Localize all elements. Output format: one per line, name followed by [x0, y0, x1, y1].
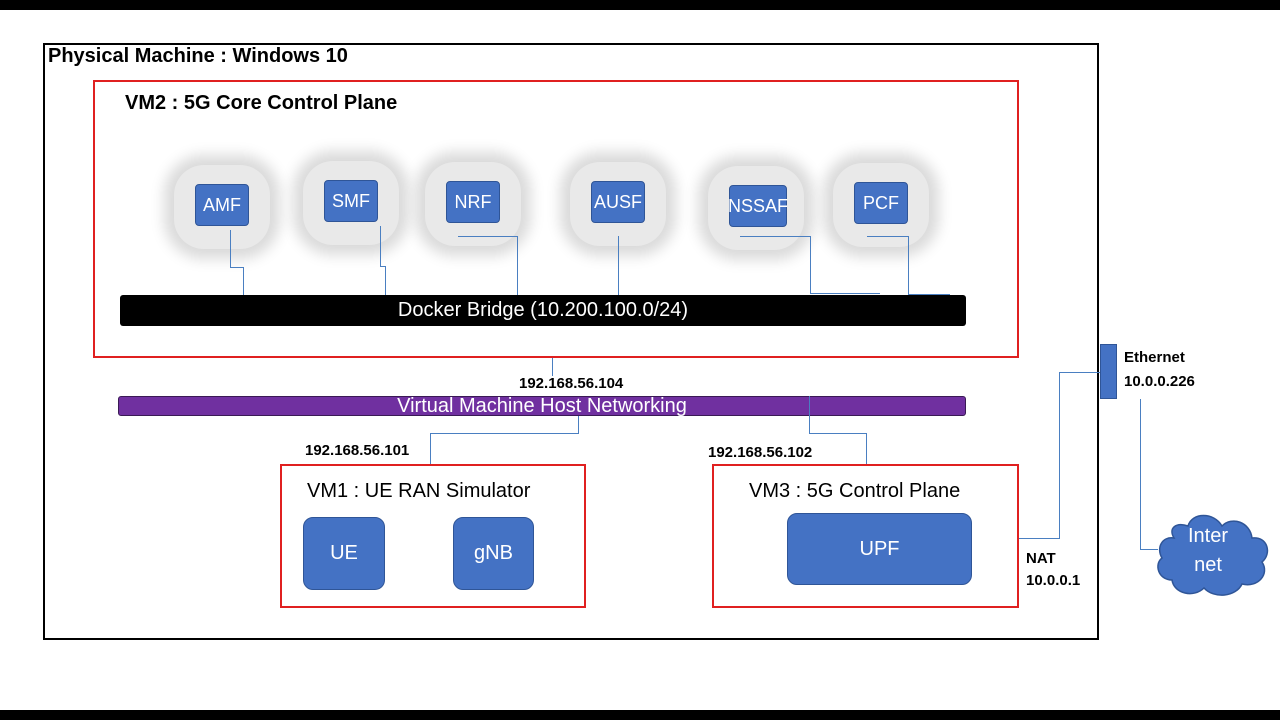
ausf-node: AUSF	[591, 181, 645, 223]
nssaf-connector-v	[810, 236, 811, 293]
vm1-connector-v1	[578, 416, 579, 434]
bottom-letterbox	[0, 710, 1280, 720]
vm1-ip-label: 192.168.56.101	[305, 442, 410, 459]
host-networking-bar: Virtual Machine Host Networking	[118, 396, 966, 416]
ausf-container: AUSF	[570, 162, 666, 246]
pcf-connector-v	[908, 236, 909, 294]
top-letterbox	[0, 0, 1280, 10]
ue-node: UE	[303, 517, 385, 590]
physical-machine-title: Physical Machine : Windows 10	[48, 45, 348, 67]
pcf-connector-h1	[867, 236, 908, 237]
amf-connector-v1	[230, 230, 231, 267]
nat-ip-label: 10.0.0.1	[1026, 572, 1081, 589]
gnb-node: gNB	[453, 517, 534, 590]
vm3-connector-v2	[866, 433, 867, 464]
upf-node: UPF	[787, 513, 972, 585]
vm1-box	[280, 464, 586, 608]
smf-node: SMF	[324, 180, 378, 222]
internet-label: Inter net	[1152, 522, 1264, 580]
vm2-box	[93, 80, 1019, 358]
nat-ethernet-connector	[1059, 372, 1101, 373]
internet-label-line1: Inter	[1187, 525, 1229, 547]
docker-bridge: Docker Bridge (10.200.100.0/24)	[120, 295, 966, 326]
smf-container: SMF	[303, 161, 399, 245]
smf-connector-v2	[385, 266, 386, 295]
amf-connector-h	[230, 267, 243, 268]
ausf-connector-v	[618, 236, 619, 295]
ethernet-ip-label: 10.0.0.226	[1124, 373, 1195, 390]
nrf-connector-v	[517, 236, 518, 295]
vm1-connector-v2	[430, 433, 431, 464]
nat-connector-h	[1019, 538, 1060, 539]
vm3-title: VM3 : 5G Control Plane	[749, 480, 961, 502]
nrf-container: NRF	[425, 162, 521, 246]
vm2-title: VM2 : 5G Core Control Plane	[125, 92, 398, 114]
vm1-title: VM1 : UE RAN Simulator	[307, 480, 531, 502]
internet-cloud-icon	[1157, 514, 1269, 596]
vm3-box	[712, 464, 1019, 608]
smf-connector-h	[380, 266, 385, 267]
vm3-ip-label: 192.168.56.102	[708, 444, 813, 461]
vm2-host-connector	[552, 358, 553, 376]
amf-container: AMF	[174, 165, 270, 249]
nat-connector-v	[1059, 372, 1060, 538]
nssaf-container: NSSAF	[708, 166, 804, 250]
ethernet-port-icon	[1100, 344, 1117, 399]
pcf-node: PCF	[854, 182, 908, 224]
nrf-node: NRF	[446, 181, 500, 223]
nat-label: NAT	[1026, 550, 1056, 567]
nssaf-connector-h1	[740, 236, 810, 237]
internet-label-line2: net	[1194, 554, 1222, 576]
pcf-container: PCF	[833, 163, 929, 247]
pcf-connector-h2	[908, 294, 950, 295]
ethernet-label: Ethernet	[1124, 349, 1185, 366]
amf-connector-v2	[243, 267, 244, 295]
nssaf-node: NSSAF	[728, 185, 788, 227]
amf-node: AMF	[195, 184, 249, 226]
physical-machine-box	[43, 43, 1099, 640]
nrf-connector-h	[458, 236, 518, 237]
internet-connector-v	[1140, 399, 1141, 550]
internet-connector-h	[1140, 549, 1158, 550]
vm3-connector-h	[809, 433, 866, 434]
nssaf-connector-h2	[810, 293, 880, 294]
vm3-connector-v1	[809, 396, 810, 434]
vm1-connector-h	[430, 433, 579, 434]
smf-connector-v1	[380, 226, 381, 266]
vm2-ip-label: 192.168.56.104	[519, 375, 624, 392]
